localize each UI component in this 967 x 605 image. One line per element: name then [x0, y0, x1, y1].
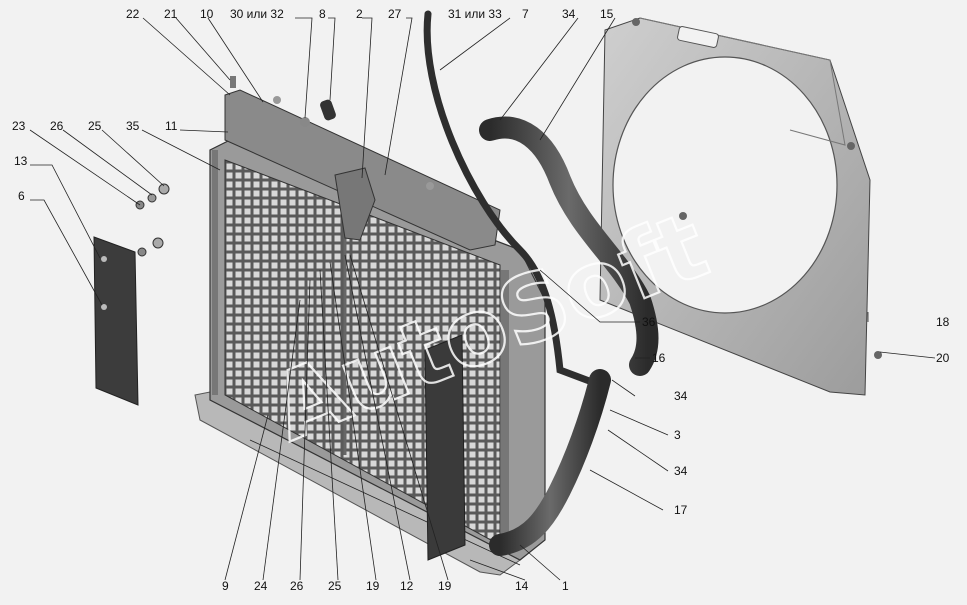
callout-10: 10	[200, 7, 214, 21]
leader-lines	[29, 17, 936, 581]
callout-19-second: 19	[438, 579, 452, 593]
callout-30-or-32: 30 или 32	[230, 7, 284, 21]
callout-8: 8	[319, 7, 326, 21]
right-bracket-plate	[424, 334, 466, 561]
callout-34-bottom: 34	[674, 464, 688, 478]
callout-6: 6	[18, 189, 25, 203]
callout-1: 1	[562, 579, 569, 593]
upper-hose	[479, 116, 659, 376]
callout-26-bottom: 26	[290, 579, 304, 593]
callout-19-first: 19	[366, 579, 380, 593]
callout-21: 21	[164, 7, 178, 21]
callout-18: 18	[936, 315, 950, 329]
callout-16: 16	[652, 351, 666, 365]
callout-3: 3	[674, 428, 681, 442]
callout-14: 14	[515, 579, 529, 593]
callout-labels: 22 21 10 30 или 32 8 2 27 31 или 33 7 34…	[12, 7, 950, 593]
callout-13: 13	[14, 154, 28, 168]
callout-15: 15	[600, 7, 614, 21]
callout-25-bottom: 25	[328, 579, 342, 593]
callout-25-left: 25	[88, 119, 102, 133]
callout-9: 9	[222, 579, 229, 593]
callout-31-or-33: 31 или 33	[448, 7, 502, 21]
callout-35: 35	[126, 119, 140, 133]
fan-shroud	[599, 17, 882, 396]
callout-36: 36	[642, 315, 656, 329]
fasteners-left	[135, 76, 434, 257]
side-cover-plate	[93, 236, 139, 406]
overflow-tube	[423, 10, 604, 389]
callout-22: 22	[126, 7, 140, 21]
callout-34-top: 34	[562, 7, 576, 21]
callout-34-mid: 34	[674, 389, 688, 403]
callout-7: 7	[522, 7, 529, 21]
callout-17: 17	[674, 503, 688, 517]
callout-20: 20	[936, 351, 950, 365]
callout-24: 24	[254, 579, 268, 593]
lower-hose	[489, 369, 611, 556]
callout-27: 27	[388, 7, 402, 21]
callout-26-left: 26	[50, 119, 64, 133]
callout-2: 2	[356, 7, 363, 21]
callout-23: 23	[12, 119, 26, 133]
callout-11: 11	[165, 119, 178, 133]
callout-12: 12	[400, 579, 414, 593]
